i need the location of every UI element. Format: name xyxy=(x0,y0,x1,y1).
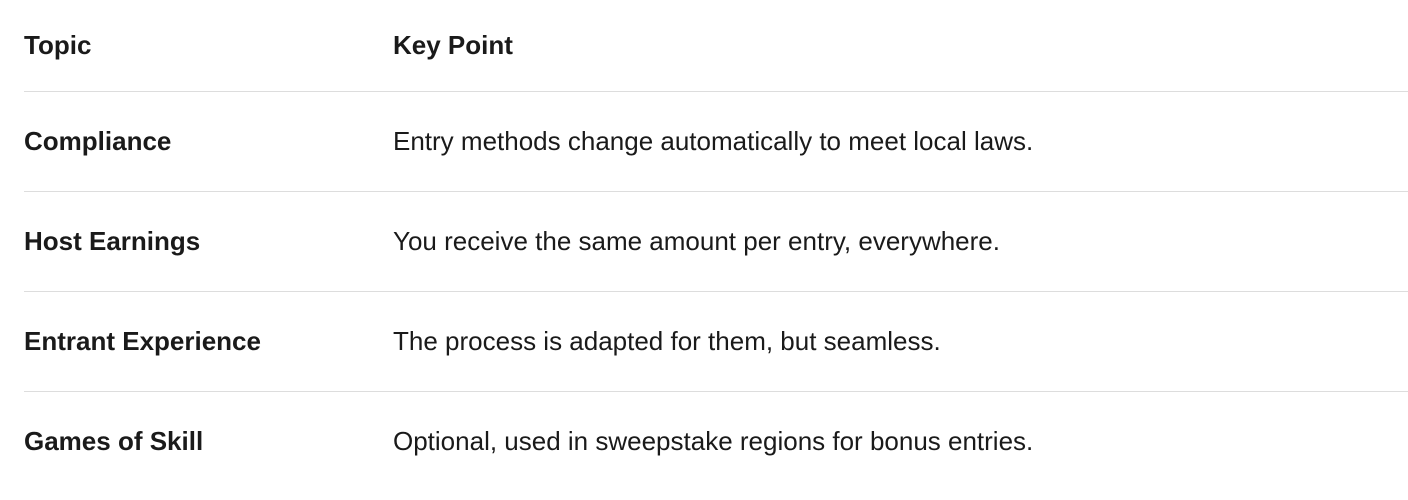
topic-cell: Compliance xyxy=(24,91,393,192)
key-point-cell: Optional, used in sweepstake regions for… xyxy=(393,425,1034,456)
topic-cell: Entrant Experience xyxy=(24,291,393,392)
table-row: Host Earnings You receive the same amoun… xyxy=(24,191,1408,292)
table-row: Entrant Experience The process is adapte… xyxy=(24,291,1408,392)
topic-cell: Host Earnings xyxy=(24,191,393,292)
topics-table: Topic Key Point Compliance Entry methods… xyxy=(24,0,1408,491)
key-point-cell: The process is adapted for them, but sea… xyxy=(393,291,1408,392)
table-body: Compliance Entry methods change automati… xyxy=(24,91,1408,492)
table-row: Games of Skill Optional, used in sweepst… xyxy=(24,392,1408,492)
column-header-topic: Topic xyxy=(24,0,393,92)
key-point-cell: Entry methods change automatically to me… xyxy=(393,91,1408,192)
header-row: Topic Key Point xyxy=(24,0,1408,92)
table-header: Topic Key Point xyxy=(24,0,1408,92)
column-header-key-point: Key Point xyxy=(393,0,1408,92)
table-row: Compliance Entry methods change automati… xyxy=(24,91,1408,192)
key-point-cell: You receive the same amount per entry, e… xyxy=(393,191,1408,292)
topic-cell: Games of Skill xyxy=(24,425,204,456)
